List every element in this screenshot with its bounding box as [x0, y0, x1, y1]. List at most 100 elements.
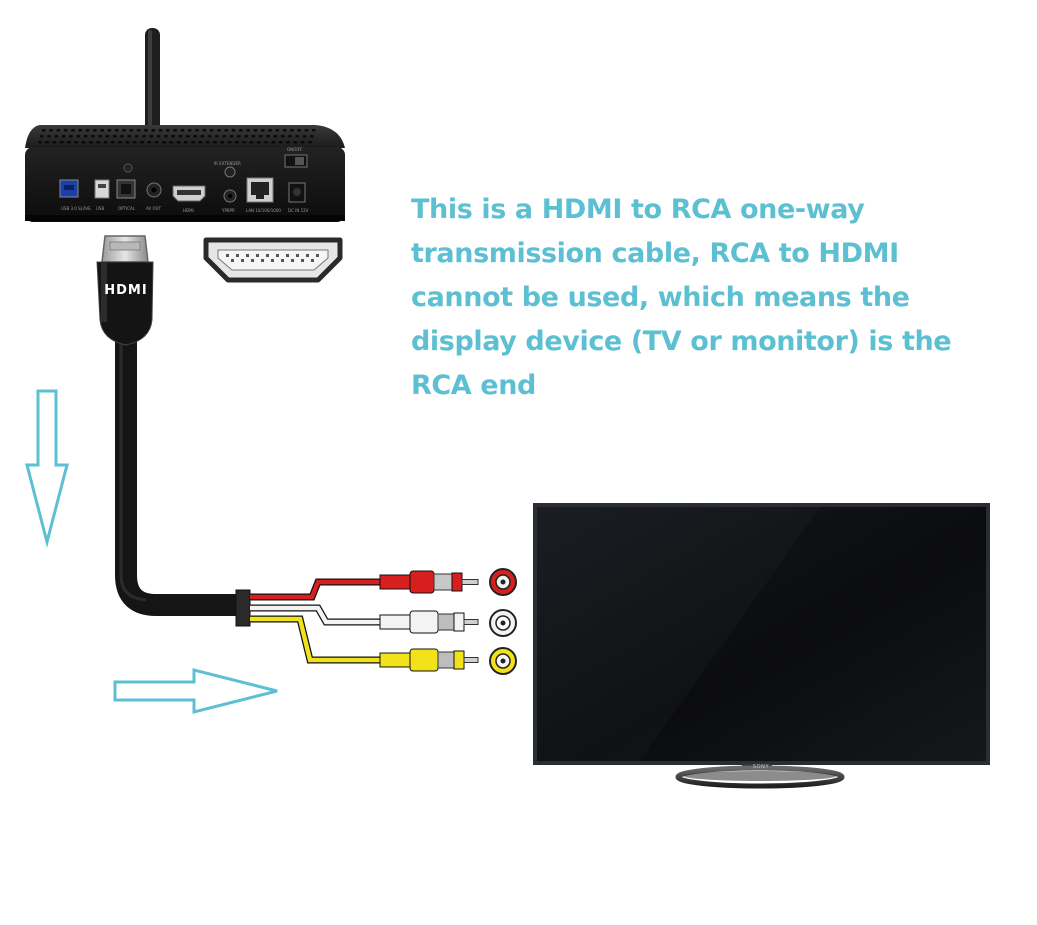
- hdmi-pin: [266, 254, 269, 257]
- port-label: ON/OFF: [287, 147, 303, 152]
- vent-hole: [290, 129, 294, 132]
- vent-hole: [100, 129, 104, 132]
- vent-hole: [300, 141, 305, 144]
- vent-hole: [286, 141, 290, 144]
- rca-jack-yellow: [489, 647, 517, 675]
- vent-hole: [122, 129, 126, 132]
- hdmi-port-closeup: [203, 237, 343, 283]
- vent-hole: [169, 141, 173, 144]
- hdmi-pin: [286, 254, 289, 257]
- vent-hole: [176, 141, 181, 144]
- vent-hole: [81, 141, 86, 144]
- vent-hole: [200, 135, 205, 138]
- port-label: DC IN 12V: [288, 208, 309, 213]
- power-switch: [284, 154, 308, 168]
- vent-hole: [140, 141, 144, 144]
- vent-hole: [127, 135, 132, 138]
- hdmi-pin: [261, 259, 264, 262]
- hdmi-plug: HDMI: [96, 235, 154, 346]
- vent-hole: [264, 141, 268, 144]
- vent-hole: [52, 141, 57, 144]
- hdmi-plug-label: HDMI: [104, 283, 147, 298]
- arrow-down-icon: [25, 389, 69, 548]
- vent-hole: [113, 135, 117, 138]
- vent-hole: [76, 135, 80, 138]
- vent-hole: [105, 135, 110, 138]
- vent-hole: [158, 129, 163, 132]
- optical-port: [116, 179, 136, 199]
- tv-screen: [537, 507, 986, 761]
- dc-in-port: [288, 182, 306, 203]
- vent-hole: [166, 129, 170, 132]
- vent-hole: [266, 135, 270, 138]
- vent-hole: [129, 129, 134, 132]
- tv-brand-logo: SONY: [753, 764, 770, 770]
- vent-hole: [171, 135, 175, 138]
- rca-jack-white: [489, 609, 517, 637]
- ir-sensor-icon: [123, 163, 133, 173]
- vent-hole: [215, 135, 219, 138]
- vent-hole: [111, 141, 115, 144]
- vent-hole: [249, 141, 254, 144]
- vent-hole: [217, 129, 221, 132]
- vent-hole: [186, 135, 190, 138]
- rca-plug-yellow: [379, 648, 479, 672]
- caption-line: RCA end: [411, 370, 536, 401]
- vent-hole: [154, 141, 159, 144]
- vent-hole: [224, 129, 228, 132]
- vent-hole: [118, 141, 122, 144]
- vent-hole: [271, 141, 276, 144]
- vent-hole: [302, 135, 307, 138]
- vent-hole: [173, 129, 177, 132]
- hdmi-pin: [276, 254, 279, 257]
- television: SONY: [533, 503, 990, 789]
- vent-hole: [89, 141, 93, 144]
- vent-hole: [144, 129, 148, 132]
- hdmi-pin: [246, 254, 249, 257]
- vent-hole: [242, 141, 246, 144]
- vent-hole: [96, 141, 100, 144]
- hdmi-pin: [236, 254, 239, 257]
- vent-hole: [156, 135, 161, 138]
- hdmi-pin: [311, 259, 314, 262]
- vent-hole: [45, 141, 49, 144]
- vent-hole: [67, 141, 71, 144]
- vent-hole: [162, 141, 166, 144]
- vent-hole: [288, 135, 292, 138]
- vent-hole: [273, 135, 278, 138]
- port-label: HDMI: [183, 208, 194, 213]
- vent-hole: [120, 135, 124, 138]
- vent-hole: [207, 135, 212, 138]
- vent-hole: [246, 129, 250, 132]
- vent-hole: [268, 129, 272, 132]
- vent-hole: [132, 141, 137, 144]
- hdmi-pin: [251, 259, 254, 262]
- vent-hole: [275, 129, 280, 132]
- vent-hole: [253, 129, 258, 132]
- hdmi-pin: [296, 254, 299, 257]
- port-label: OPTICAL: [118, 206, 136, 211]
- vent-hole: [98, 135, 102, 138]
- port-label: YPBPR: [221, 208, 235, 213]
- vent-hole: [239, 129, 243, 132]
- vent-hole: [40, 135, 44, 138]
- vent-hole: [69, 135, 73, 138]
- caption-line: display device (TV or monitor) is the: [411, 326, 952, 357]
- vent-hole: [125, 141, 130, 144]
- vent-hole: [56, 129, 61, 132]
- vent-hole: [71, 129, 75, 132]
- vent-hole: [78, 129, 82, 132]
- box-rear-panel: [25, 147, 345, 222]
- hdmi-pin: [301, 259, 304, 262]
- vent-hole: [49, 129, 53, 132]
- vent-hole: [103, 141, 108, 144]
- vent-hole: [304, 129, 309, 132]
- vent-hole: [293, 141, 297, 144]
- vent-hole: [235, 141, 239, 144]
- hdmi-pin: [306, 254, 309, 257]
- vent-hole: [38, 141, 42, 144]
- vent-hole: [134, 135, 139, 138]
- usb3-port: [59, 179, 79, 198]
- vent-hole: [220, 141, 224, 144]
